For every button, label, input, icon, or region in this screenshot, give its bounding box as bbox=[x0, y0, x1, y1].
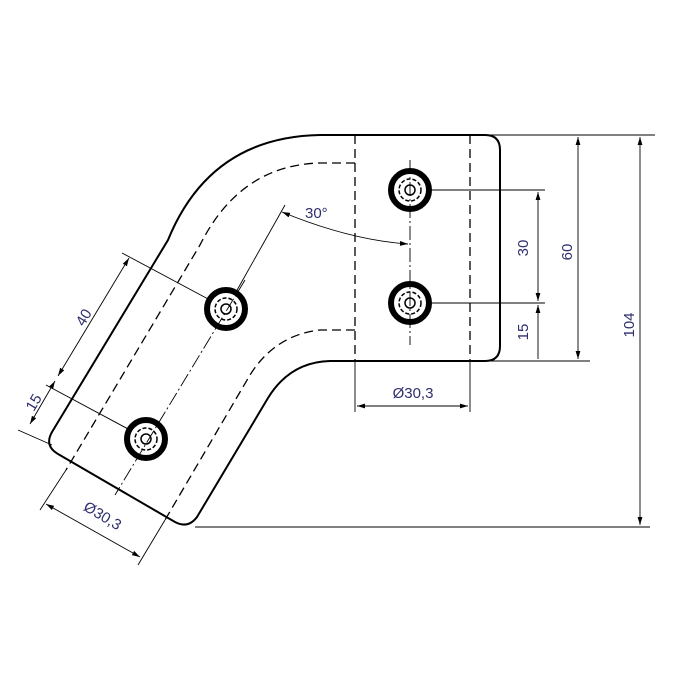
part-outline bbox=[48, 134, 501, 526]
dim-arm-hole-spacing: 40 bbox=[73, 306, 96, 329]
center-line-arm bbox=[114, 279, 246, 496]
dim-angle: 30° bbox=[305, 205, 328, 222]
dim-plate-width: Ø30,3 bbox=[393, 385, 434, 402]
dimension-lines bbox=[29, 137, 643, 558]
hidden-line-arm-outer bbox=[65, 162, 355, 471]
hidden-line-arm-inner bbox=[164, 329, 355, 521]
dim-overall-height: 104 bbox=[621, 312, 638, 337]
hole-plate-bottom bbox=[388, 281, 432, 325]
dim-arm-edge-offset: 15 bbox=[23, 391, 46, 414]
extension-lines bbox=[17, 134, 655, 566]
hole-arm-top bbox=[204, 287, 248, 331]
dim-plate-height: 60 bbox=[559, 244, 576, 261]
dim-arm-width: Ø30,3 bbox=[80, 498, 124, 534]
dim-plate-edge-offset: 15 bbox=[515, 324, 532, 341]
hole-arm-bottom bbox=[124, 417, 168, 461]
hole-plate-top bbox=[388, 168, 432, 212]
dim-plate-hole-spacing: 30 bbox=[515, 240, 532, 257]
